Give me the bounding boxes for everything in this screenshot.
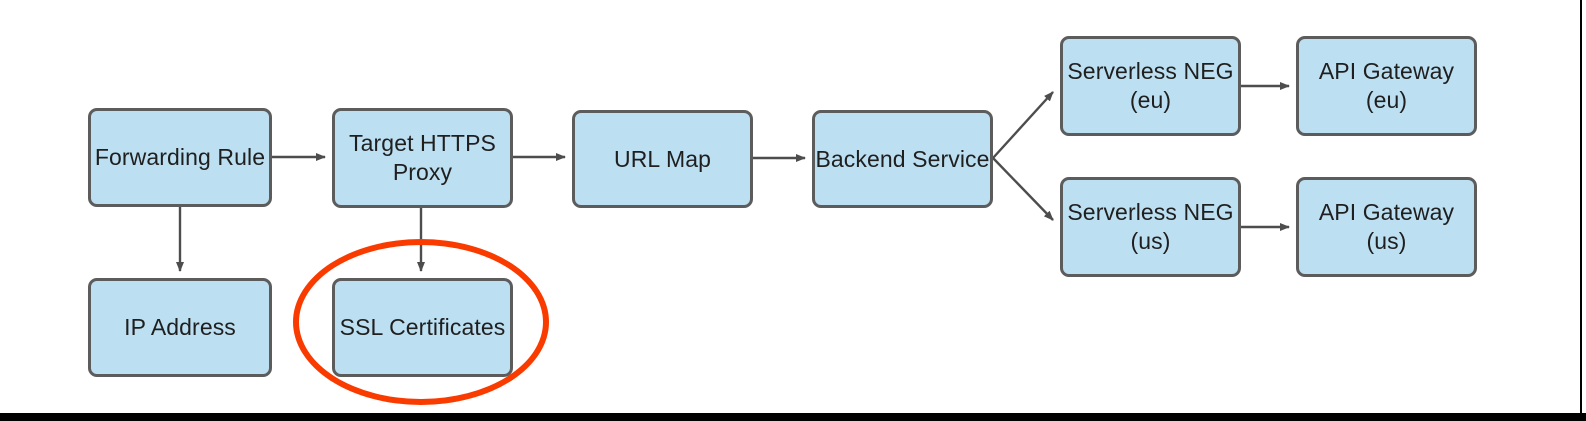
edge-backend-service-to-serverless-neg-eu [992,91,1054,159]
edge-backend-service-to-serverless-neg-us [992,157,1054,221]
node-forwarding-rule[interactable]: Forwarding Rule [88,108,272,207]
ssl-certificates-highlight-ellipse [293,239,549,405]
node-backend-service[interactable]: Backend Service [812,110,993,208]
node-serverless-neg-us[interactable]: Serverless NEG (us) [1060,177,1241,277]
node-api-gateway-eu[interactable]: API Gateway (eu) [1296,36,1477,136]
frame-bottom-border [0,413,1586,421]
node-ip-address[interactable]: IP Address [88,278,272,377]
node-url-map[interactable]: URL Map [572,110,753,208]
node-serverless-neg-eu[interactable]: Serverless NEG (eu) [1060,36,1241,136]
node-api-gateway-us[interactable]: API Gateway (us) [1296,177,1477,277]
node-target-https-proxy[interactable]: Target HTTPS Proxy [332,108,513,208]
frame-right-border [1580,0,1582,414]
